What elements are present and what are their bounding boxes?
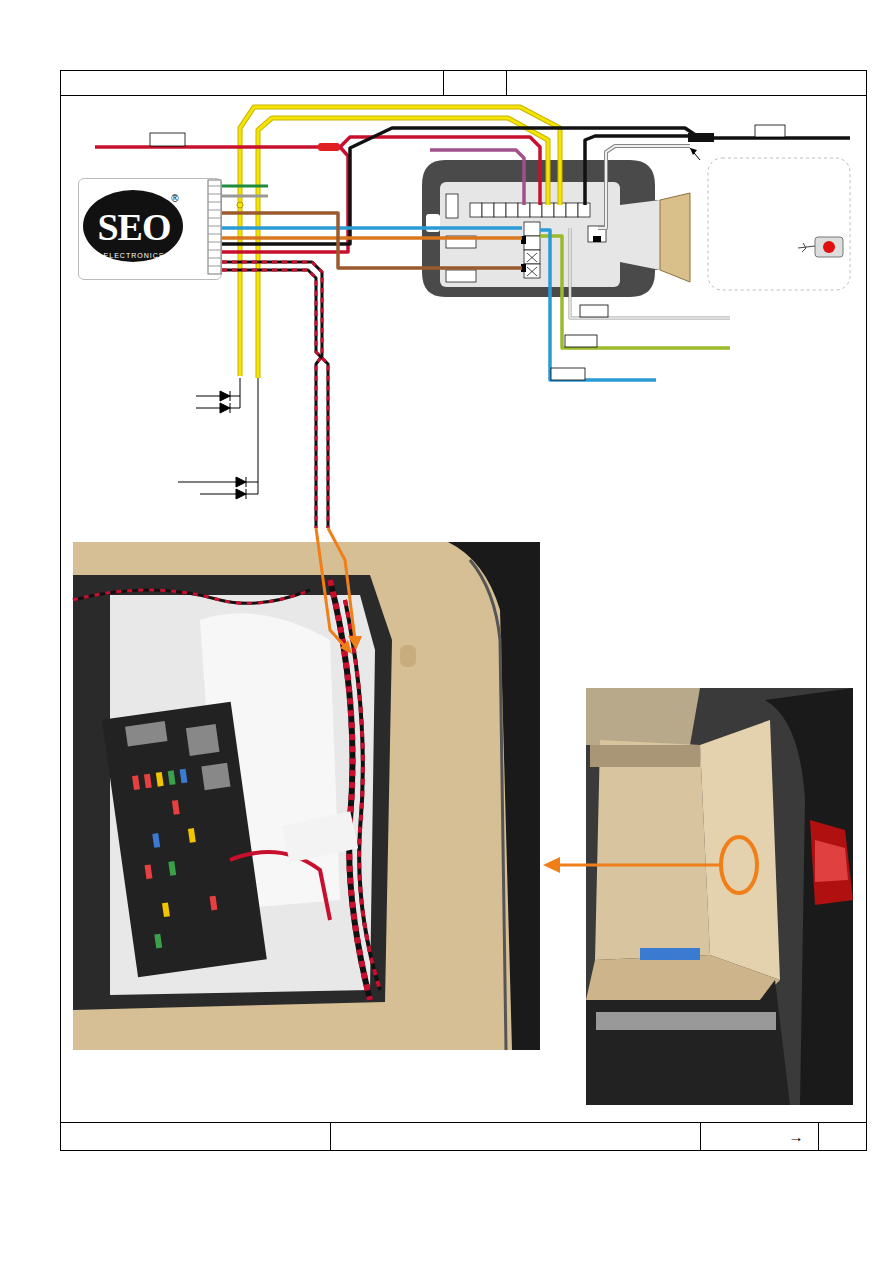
registered-mark: ® <box>171 194 178 204</box>
page-arrow: → <box>789 1129 804 1144</box>
module-logo-box: SEO ELECTRONICS ® <box>78 178 222 280</box>
logo-subtext: ELECTRONICS <box>104 252 165 259</box>
logo-text: SEO <box>97 208 170 246</box>
